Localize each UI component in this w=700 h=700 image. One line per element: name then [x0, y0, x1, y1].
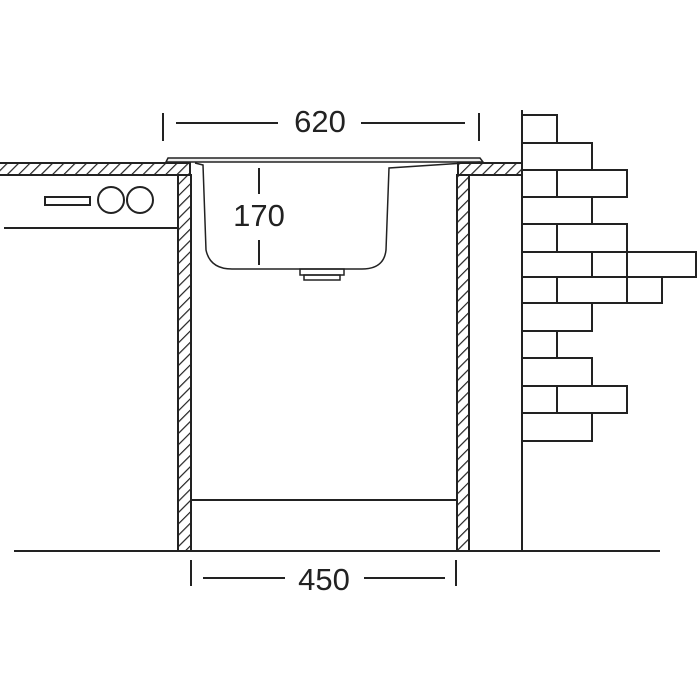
- countertop-right: [457, 162, 523, 176]
- brick: [521, 196, 593, 225]
- brick: [626, 276, 663, 304]
- appliance-display-slot: [44, 196, 91, 206]
- dim-label-450: 450: [298, 562, 350, 597]
- dim-label-170: 170: [233, 198, 285, 233]
- sink-bowl: [194, 161, 481, 270]
- cabinet-panel-left: [177, 174, 192, 552]
- brick: [521, 276, 558, 304]
- countertop-left: [0, 162, 191, 176]
- brick: [521, 412, 593, 442]
- brick: [591, 251, 628, 278]
- brick: [521, 302, 593, 332]
- brick: [556, 223, 628, 253]
- brick: [556, 385, 628, 414]
- sink-drain: [299, 268, 345, 276]
- cabinet-panel-right: [456, 174, 470, 552]
- brick: [521, 357, 593, 387]
- brick: [521, 142, 593, 171]
- brick-wall: [521, 114, 697, 442]
- appliance-knob-icon: [126, 186, 154, 214]
- brick: [521, 385, 558, 414]
- appliance-knob-icon: [97, 186, 125, 214]
- brick: [626, 251, 697, 278]
- brick: [521, 251, 593, 278]
- brick: [521, 169, 558, 198]
- brick: [521, 114, 558, 144]
- sink-drain-bottom: [303, 274, 341, 281]
- sink-rim: [164, 157, 485, 163]
- dim-label-620: 620: [294, 104, 346, 139]
- brick: [521, 223, 558, 253]
- brick: [556, 276, 628, 304]
- brick: [556, 169, 628, 198]
- brick: [521, 330, 558, 359]
